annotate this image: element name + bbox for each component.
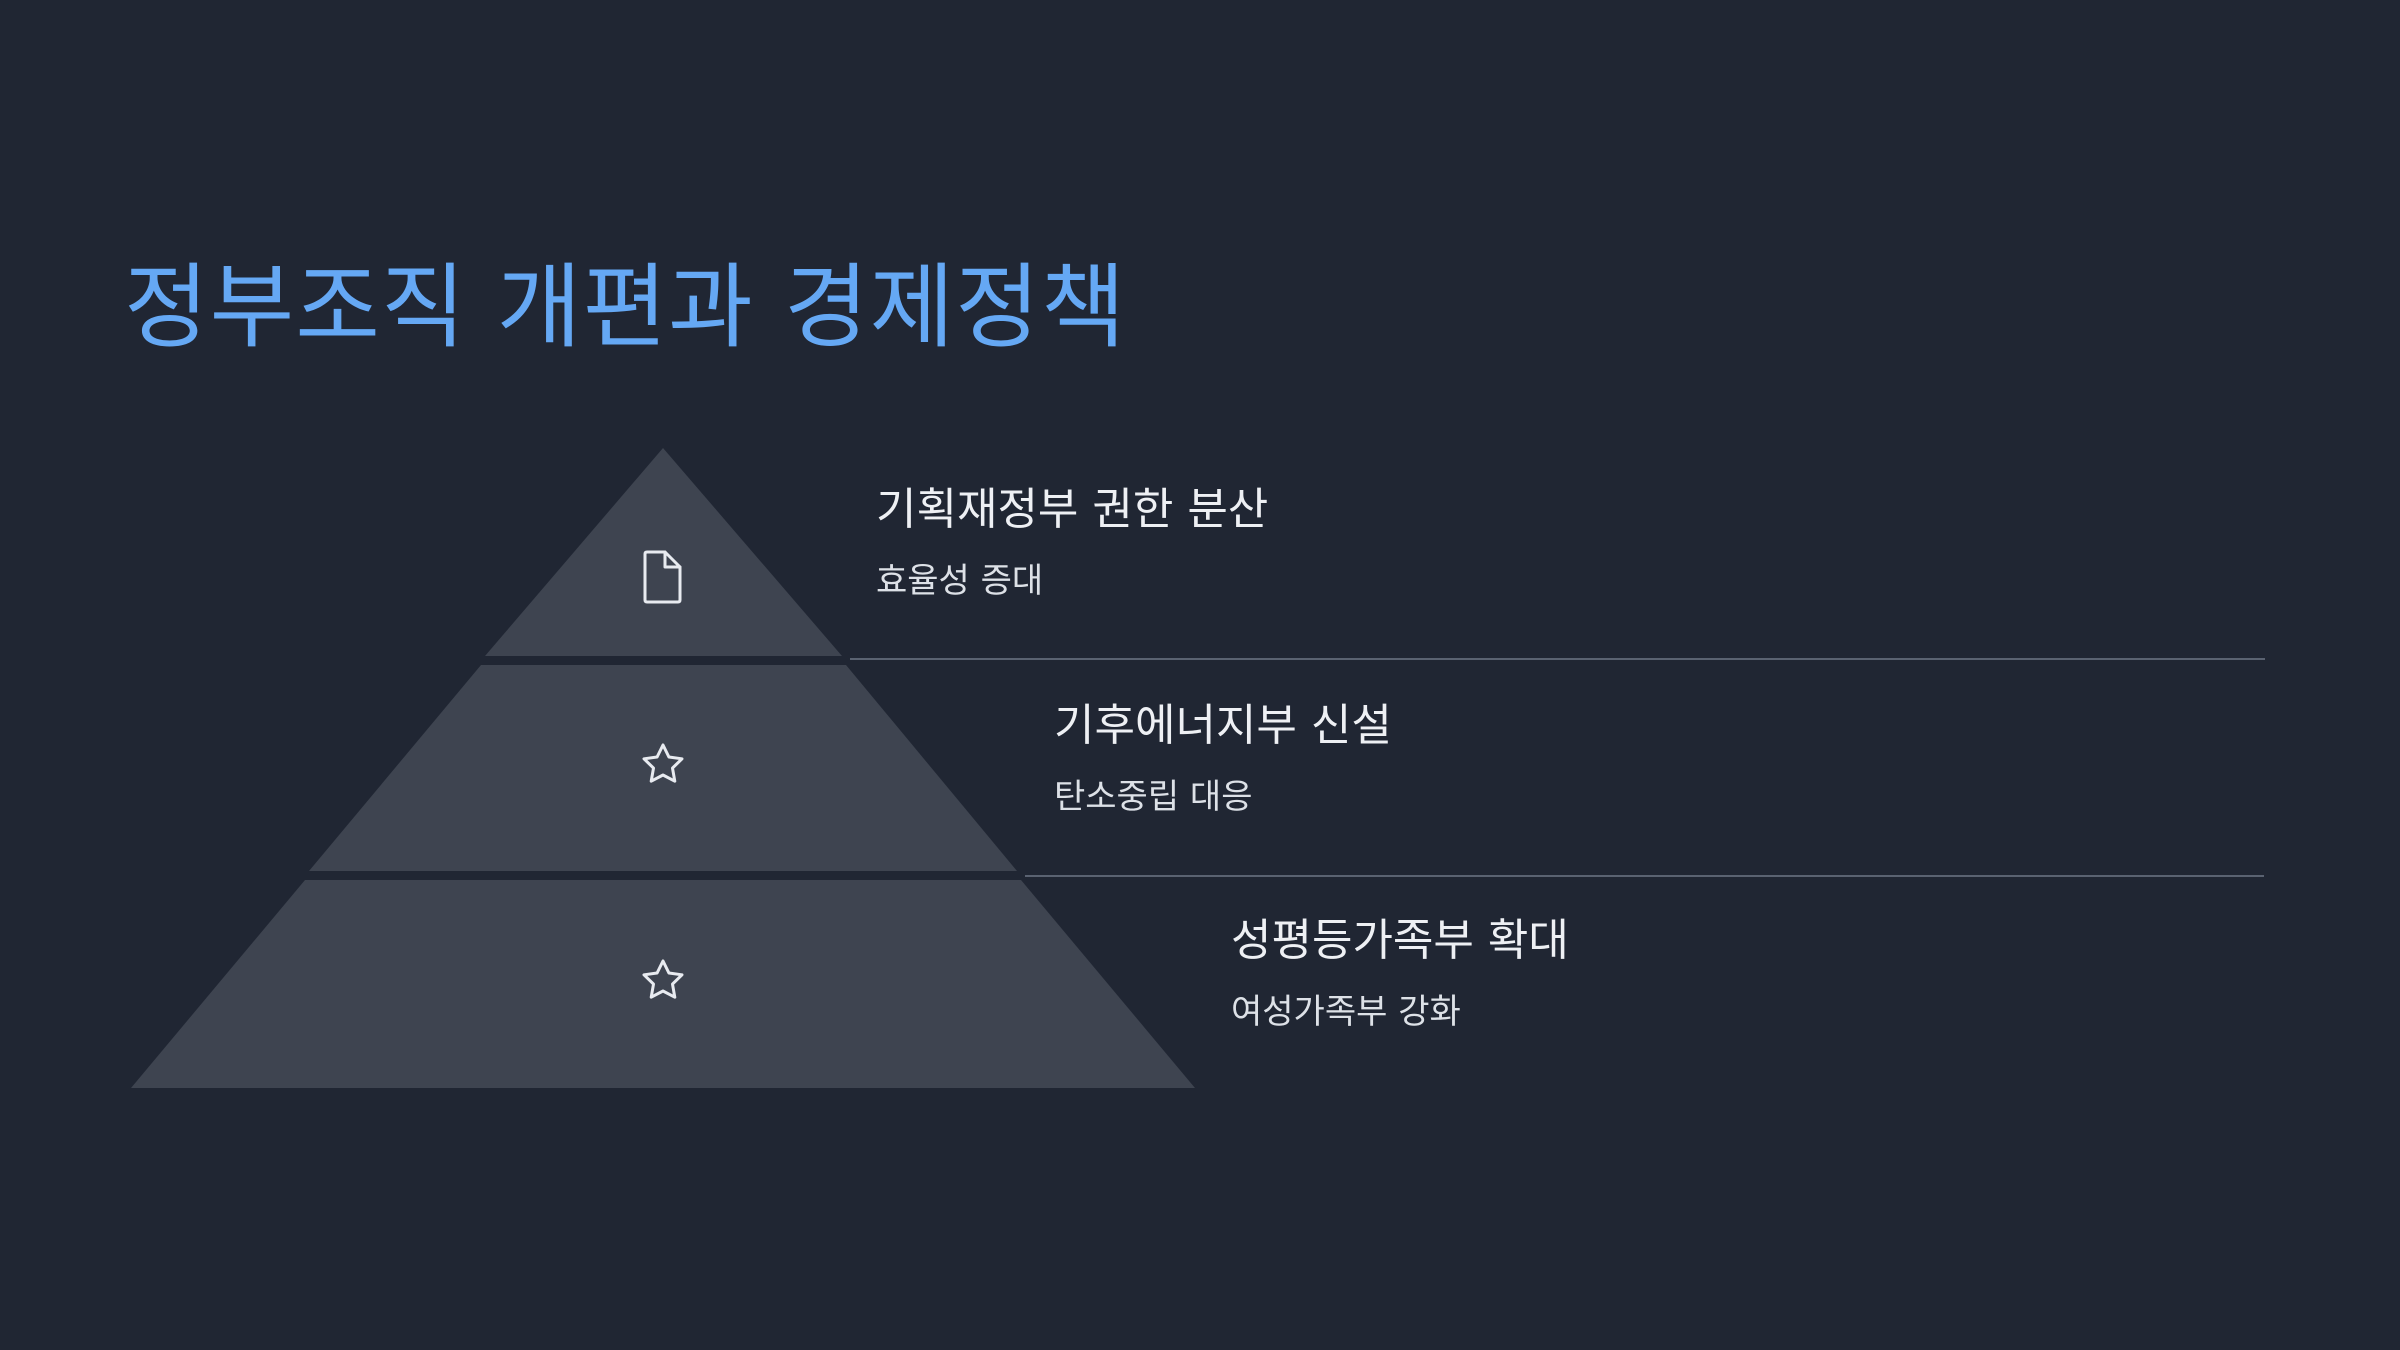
pyramid-level-1: 기획재정부 권한 분산 효율성 증대 [876, 484, 1268, 602]
level-description: 탄소중립 대응 [1054, 776, 1253, 817]
pyramid-segment-bottom [131, 880, 1195, 1088]
slide-title: 정부조직 개편과 경제정책 [124, 254, 1127, 361]
document-icon [643, 550, 682, 604]
level-heading: 성평등가족부 확대 [1231, 915, 1569, 966]
level-description: 여성가족부 강화 [1231, 991, 1461, 1032]
level-heading: 기획재정부 권한 분산 [876, 484, 1269, 535]
star-icon [642, 743, 684, 783]
pyramid-level-3: 성평등가족부 확대 여성가족부 강화 [1231, 915, 1569, 1033]
star-icon [642, 959, 684, 999]
divider-line [1025, 875, 2264, 877]
divider-line [850, 658, 2265, 660]
level-description: 효율성 증대 [876, 560, 1044, 601]
level-heading: 기후에너지부 신설 [1054, 700, 1392, 751]
pyramid-level-2: 기후에너지부 신설 탄소중립 대응 [1054, 700, 1392, 818]
pyramid-segment-middle [309, 665, 1017, 871]
